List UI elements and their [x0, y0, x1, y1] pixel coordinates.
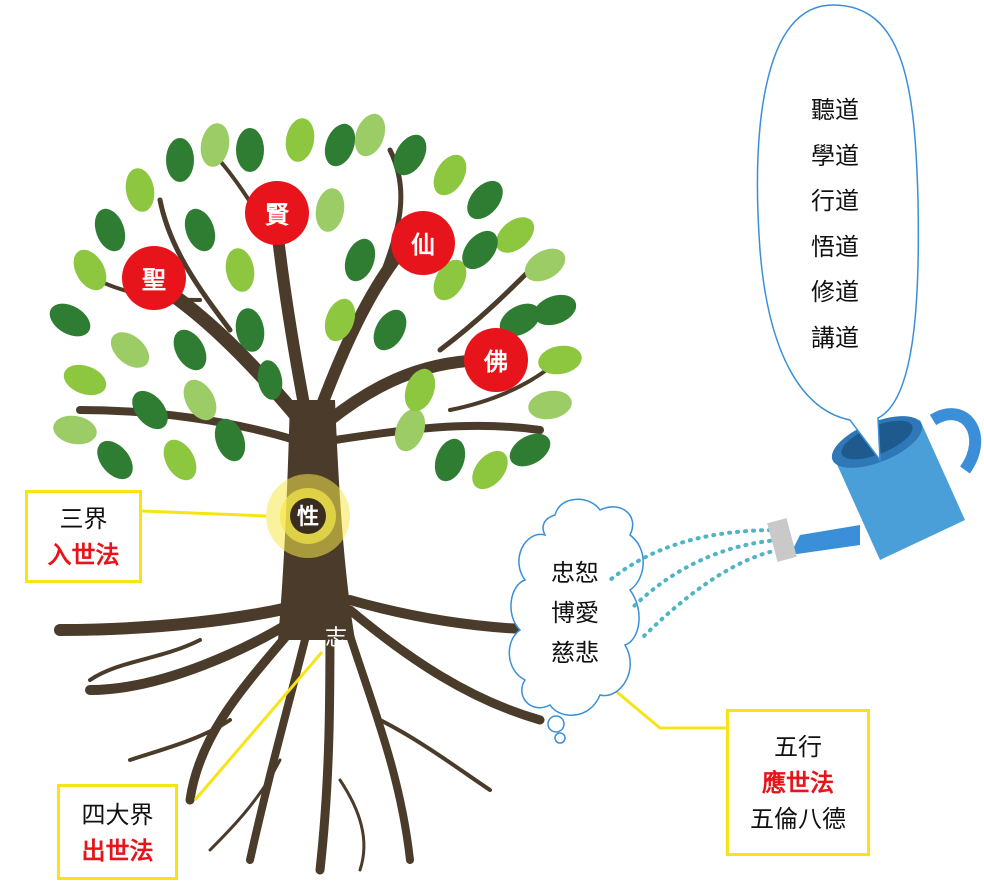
fruit-sheng: 聖 [122, 246, 186, 310]
cloud-shape [508, 498, 644, 716]
connector-lines [141, 509, 726, 801]
label-box-sanjie: 三界 入世法 [25, 490, 142, 583]
fruit-label: 聖 [142, 265, 166, 294]
box-line: 四大界 [81, 801, 154, 829]
box-line: 五倫八德 [750, 805, 846, 833]
bubble-item: 行道 [811, 187, 859, 215]
cloud-item: 慈悲 [551, 639, 599, 667]
box-line: 五行 [774, 733, 822, 761]
fruit-label: 賢 [265, 200, 290, 229]
bubble-text: 聽道 學道 行道 悟道 修道 講道 [800, 88, 870, 361]
box-line-highlight: 入世法 [47, 540, 120, 569]
speech-bubble [756, 4, 920, 463]
water-stream [608, 528, 780, 642]
fruit-label: 佛 [483, 347, 508, 376]
bubble-item: 悟道 [811, 232, 859, 261]
root-label: 志 [325, 626, 347, 651]
bubble-item: 修道 [811, 278, 859, 306]
box-line-highlight: 應世法 [762, 768, 834, 797]
bubble-item: 講道 [811, 323, 859, 352]
fruit-xian: 賢 [245, 181, 309, 245]
bubble-item: 學道 [811, 141, 859, 170]
fruit-fo: 佛 [464, 328, 528, 392]
cloud-item: 忠恕 [551, 559, 599, 587]
trunk-label: 性 [297, 504, 319, 530]
cloud-puff [554, 732, 566, 744]
fruit-xian2: 仙 [391, 211, 455, 275]
label-box-wuxing: 五行 應世法 五倫八德 [726, 709, 870, 856]
cloud-item: 博愛 [551, 599, 599, 627]
cloud-text: 忠恕 博愛 慈悲 [540, 553, 610, 673]
cloud-puff [547, 715, 565, 733]
tree-leaves [49, 113, 582, 490]
trunk-halo: 性 [266, 474, 350, 558]
box-line: 三界 [59, 505, 108, 533]
box-line-highlight: 出世法 [81, 836, 154, 865]
fruit-label: 仙 [411, 230, 435, 259]
bubble-item: 聽道 [811, 96, 859, 124]
label-box-sida: 四大界 出世法 [57, 784, 178, 880]
